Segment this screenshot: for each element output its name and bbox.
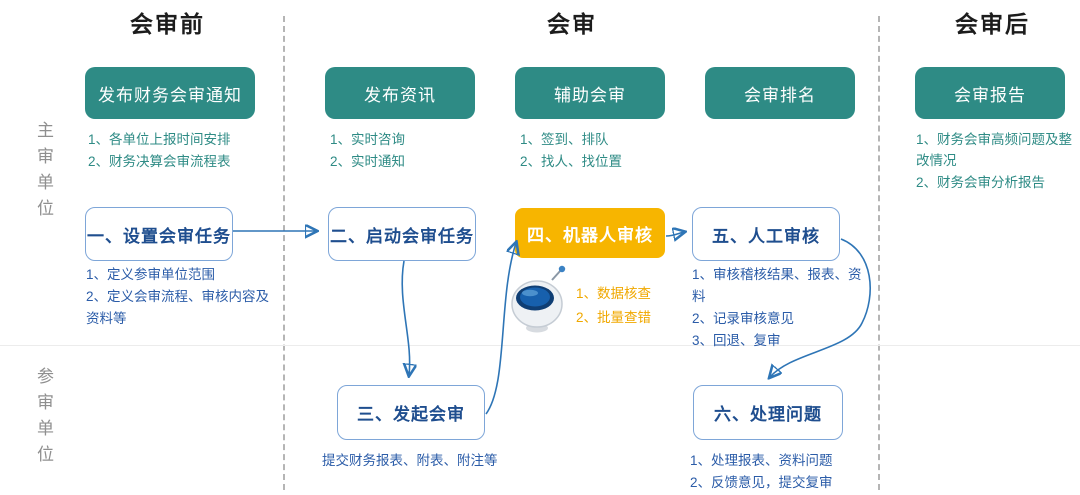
lane-label-main-unit: 主审单位 <box>34 121 53 225</box>
note-line: 2、记录审核意见 <box>692 311 795 326</box>
note-line: 3、回退、复审 <box>692 333 781 348</box>
phase-title-review: 会审 <box>547 11 597 37</box>
phase-divider-right <box>878 16 880 490</box>
arrow-step2-to-step3 <box>401 260 409 375</box>
phase-title-post-review: 会审后 <box>955 11 1030 37</box>
note-line: 1、实时咨询 <box>330 132 406 147</box>
step-notes-manual-review: 1、审核稽核结果、报表、资料 2、记录审核意见 3、回退、复审 <box>692 264 870 352</box>
note-line: 1、财务会审高频问题及整改情况 <box>916 132 1073 168</box>
step-box-4-robot-review: 四、机器人审核 <box>515 208 665 258</box>
robot-icon <box>511 265 566 333</box>
step-box-1-set-task: 一、设置会审任务 <box>85 207 233 261</box>
note-line: 2、实时通知 <box>330 154 406 169</box>
step-notes-robot-review: 1、数据核查 2、批量查错 <box>576 282 696 330</box>
note-line: 2、财务会审分析报告 <box>916 175 1046 190</box>
note-line: 1、处理报表、资料问题 <box>690 453 833 468</box>
step-notes-initiate-review: 提交财务报表、附表、附注等 <box>322 450 532 472</box>
note-line: 1、各单位上报时间安排 <box>88 132 231 147</box>
note-line: 1、签到、排队 <box>520 132 609 147</box>
feature-box-publish-info: 发布资讯 <box>325 67 475 119</box>
note-line: 1、数据核查 <box>576 286 652 301</box>
note-line: 1、定义参审单位范围 <box>86 267 216 282</box>
note-line: 提交财务报表、附表、附注等 <box>322 453 498 468</box>
feature-box-assist-review: 辅助会审 <box>515 67 665 119</box>
lane-divider <box>0 345 1080 346</box>
arrow-step4-to-step5 <box>665 232 684 236</box>
feature-notes-publish-notice: 1、各单位上报时间安排 2、财务决算会审流程表 <box>88 129 280 173</box>
step-box-3-initiate-review: 三、发起会审 <box>337 385 485 440</box>
step-box-5-manual-review: 五、人工审核 <box>692 207 840 261</box>
feature-box-review-ranking: 会审排名 <box>705 67 855 119</box>
step-notes-set-task: 1、定义参审单位范围 2、定义会审流程、审核内容及资料等 <box>86 264 278 330</box>
note-line: 2、批量查错 <box>576 310 652 325</box>
feature-box-review-report: 会审报告 <box>915 67 1065 119</box>
lane-label-participant-unit: 参审单位 <box>34 367 53 471</box>
feature-box-publish-notice: 发布财务会审通知 <box>85 67 255 119</box>
feature-notes-assist-review: 1、签到、排队 2、找人、找位置 <box>520 129 695 173</box>
note-line: 2、找人、找位置 <box>520 154 623 169</box>
phase-divider-left <box>283 16 285 490</box>
step-box-6-handle-issues: 六、处理问题 <box>693 385 843 440</box>
note-line: 2、反馈意见，提交复审 <box>690 475 833 490</box>
note-line: 2、定义会审流程、审核内容及资料等 <box>86 289 270 326</box>
feature-notes-review-report: 1、财务会审高频问题及整改情况 2、财务会审分析报告 <box>916 129 1074 194</box>
step-notes-handle-issues: 1、处理报表、资料问题 2、反馈意见，提交复审 <box>690 450 900 494</box>
step-box-2-start-task: 二、启动会审任务 <box>328 207 476 261</box>
feature-notes-publish-info: 1、实时咨询 2、实时通知 <box>330 129 495 173</box>
note-line: 1、审核稽核结果、报表、资料 <box>692 267 862 304</box>
note-line: 2、财务决算会审流程表 <box>88 154 231 169</box>
phase-title-pre-review: 会审前 <box>130 11 205 37</box>
